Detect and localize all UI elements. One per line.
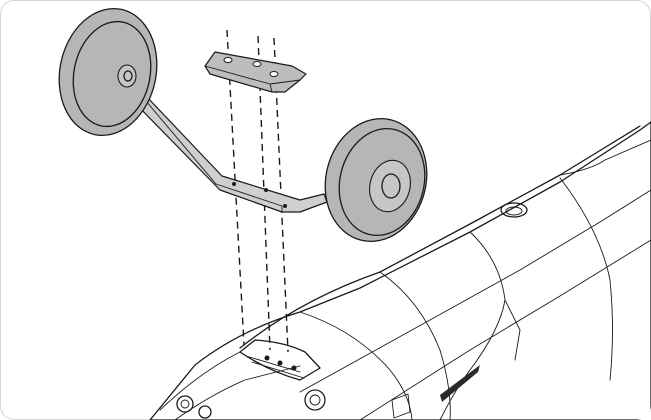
strut-hole-2 [264, 188, 268, 192]
mount-hole-1 [264, 355, 270, 361]
panel-seam-rear [559, 177, 613, 381]
plate-hole-3 [269, 71, 279, 77]
right-wheel [324, 117, 428, 243]
cowl-lower-line [174, 365, 301, 420]
side-boss-inner [309, 394, 321, 406]
wing-slot [440, 365, 480, 402]
plate-hole-1 [223, 57, 233, 63]
mounting-plate-fold [269, 83, 273, 93]
left-wheel-tire [58, 7, 158, 137]
panel-seam-mid [379, 271, 451, 420]
mounting-plate-body [204, 51, 307, 93]
nose-boss-2 [198, 405, 212, 419]
fuselage-side-line-lower [359, 239, 651, 420]
fuselage-top-hole [500, 202, 528, 218]
fuselage-side-line-upper [299, 189, 651, 393]
fuselage-top-hole-inner [505, 206, 523, 216]
plate-hole-2 [252, 61, 262, 67]
panel-seam-front [299, 311, 413, 420]
side-boss [304, 389, 326, 411]
mount-hole-3 [291, 365, 297, 371]
recess-slot-1 [245, 355, 301, 373]
mounting-plate [204, 51, 307, 93]
right-wheel-hub [369, 159, 411, 213]
side-hatch [391, 393, 411, 419]
mount-hole-2 [277, 360, 283, 366]
nose-boss-1-inner [180, 399, 190, 409]
strut-hole-3 [283, 204, 287, 208]
left-wheel-hub [117, 64, 137, 88]
right-wheel-axle [381, 173, 401, 199]
cowl-line [159, 351, 241, 411]
nose-boss-1 [176, 395, 194, 413]
fuselage-spine-edge [559, 139, 651, 176]
wing-fillet-edge [504, 299, 521, 361]
strut-hole-1 [232, 182, 236, 186]
right-wheel-rim [338, 127, 426, 237]
left-wheel [58, 7, 158, 137]
recess-slot-2 [251, 361, 305, 379]
left-wheel-rim [72, 20, 152, 128]
fuselage-body [149, 121, 651, 420]
left-wheel-axle [123, 70, 133, 82]
wing-fillet [439, 231, 506, 420]
